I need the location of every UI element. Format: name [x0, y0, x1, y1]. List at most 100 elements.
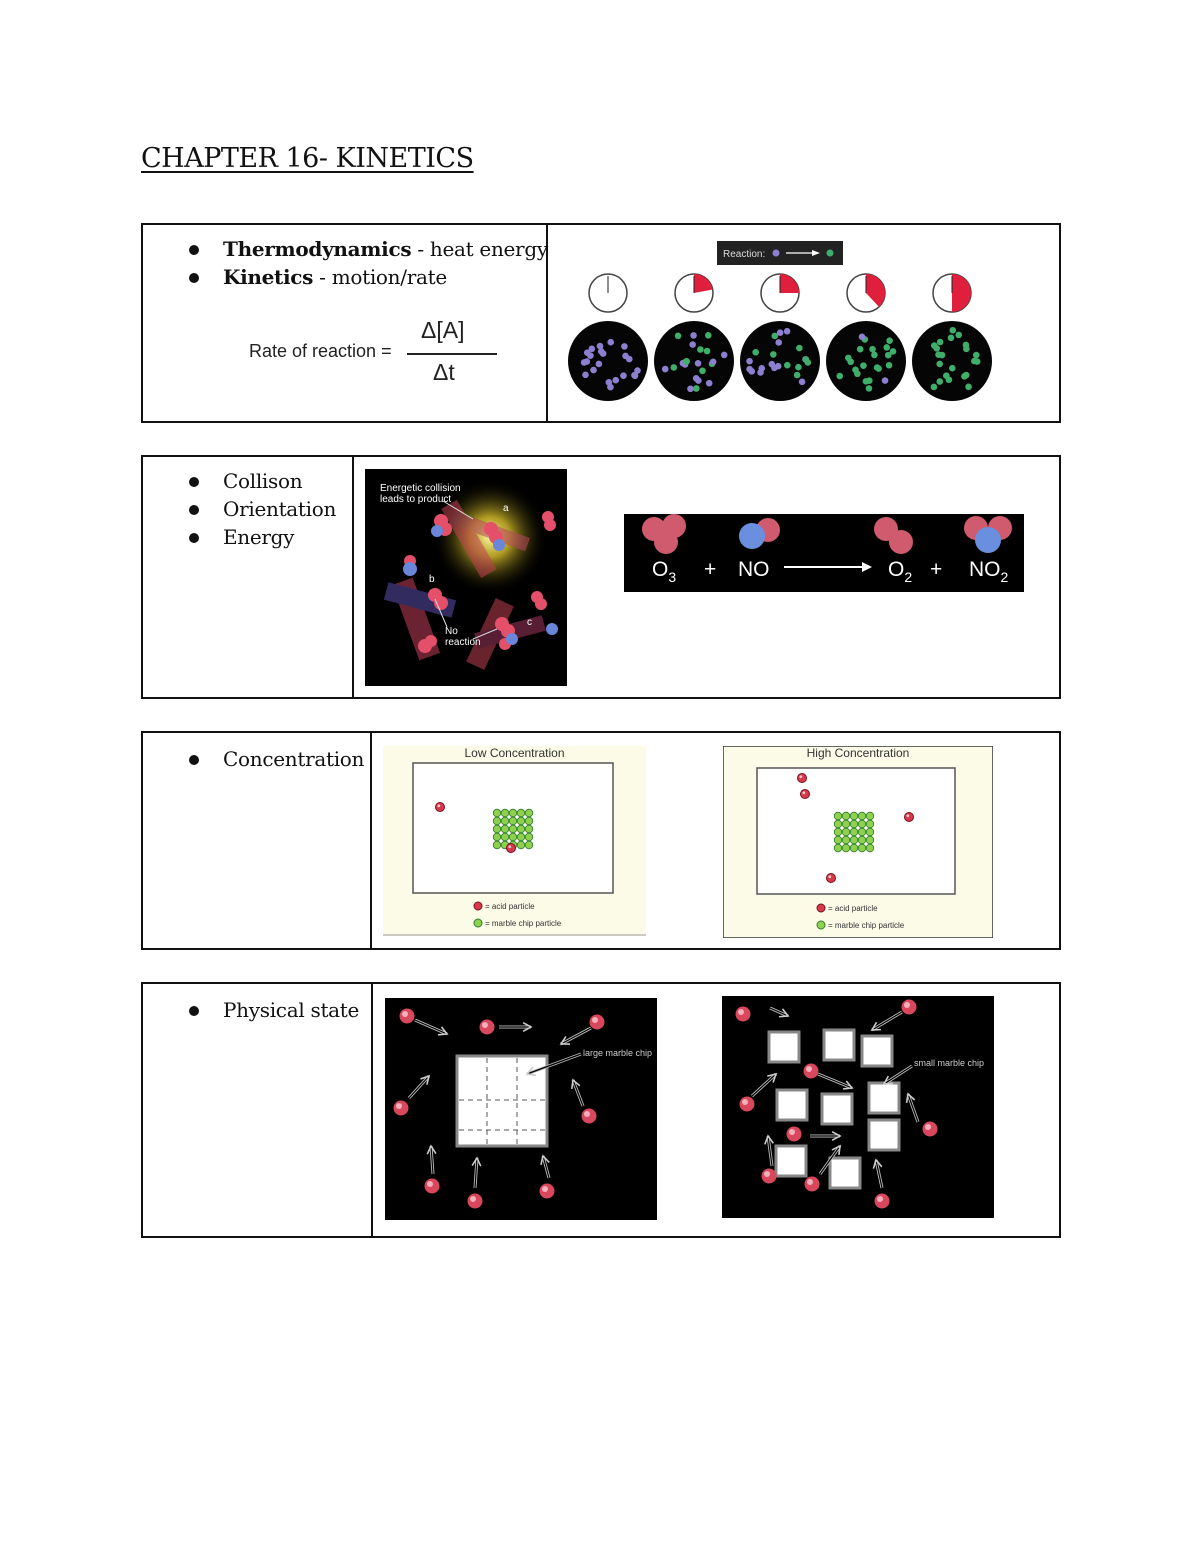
reactant-particle	[607, 338, 615, 346]
arrow-icon	[818, 1144, 842, 1175]
product-particle	[836, 372, 844, 380]
acid-particle	[393, 1100, 409, 1116]
reactant-particle	[612, 376, 620, 384]
reactant-particle	[858, 333, 866, 341]
clock-icon	[674, 273, 714, 313]
product-particle	[875, 365, 882, 372]
acid-particle	[901, 999, 917, 1015]
column-divider	[371, 984, 373, 1236]
reactant-particle	[631, 372, 639, 380]
list-item: Kinetics - motion/rate	[189, 263, 548, 291]
acid-particle	[804, 1176, 820, 1192]
arrow-icon	[882, 1064, 913, 1086]
reactant-particle	[775, 339, 782, 346]
list-item: Collison	[189, 467, 336, 495]
eq-product-oxygen: O2	[888, 558, 912, 585]
section-concentration: Concentration Low Concentration= acid pa…	[141, 731, 1061, 950]
definitions-list: Thermodynamics - heat energy Kinetics - …	[189, 235, 548, 291]
diagram-title: Low Concentration	[464, 746, 564, 760]
particle-container	[826, 321, 906, 401]
arrow-icon	[540, 1154, 551, 1179]
small-marble-chip	[822, 1028, 856, 1062]
product-particle	[936, 360, 943, 368]
particle-container	[654, 321, 734, 401]
desc-thermodynamics: - heat energy	[411, 237, 548, 261]
legend-marble: = marble chip particle	[828, 921, 905, 930]
reactant-particle	[705, 379, 713, 387]
section-physical-state: Physical state large marble chip small m…	[141, 982, 1061, 1238]
small-marble-chips-diagram: small marble chip	[722, 996, 994, 1218]
product-particle	[770, 351, 777, 358]
particle-container	[568, 321, 648, 401]
column-divider	[546, 225, 548, 421]
collision-factors-list: Collison Orientation Energy	[189, 467, 336, 551]
arrow-icon	[764, 1134, 774, 1167]
arrow-icon	[559, 1026, 592, 1046]
product-particle	[854, 370, 861, 378]
reactant-particle	[768, 360, 776, 368]
product-particle	[793, 371, 801, 379]
reactant-particle	[746, 357, 753, 365]
acid-particle	[904, 812, 914, 822]
product-particle	[949, 326, 957, 334]
particle-container	[912, 321, 992, 401]
product-particle	[972, 351, 980, 359]
product-particle	[783, 361, 791, 369]
acid-particle	[922, 1121, 938, 1137]
product-particle	[942, 372, 950, 379]
legend-marble: = marble chip particle	[485, 919, 562, 928]
product-particle	[955, 331, 963, 339]
particle-container	[740, 321, 820, 401]
acid-particle	[739, 1096, 755, 1112]
reactant-particle	[597, 348, 605, 355]
product-particle	[693, 385, 700, 392]
high-concentration-diagram: High Concentration= acid particle= marbl…	[723, 746, 993, 938]
acid-particle	[800, 789, 810, 799]
reactant-particle	[798, 378, 806, 386]
reactant-particle	[587, 352, 594, 359]
reactant-particle	[748, 368, 756, 375]
clock-icon	[846, 273, 886, 313]
product-particle	[889, 348, 897, 355]
product-particle	[936, 338, 944, 346]
product-particle	[865, 385, 873, 392]
product-particle	[948, 364, 956, 372]
arrow-icon	[414, 1018, 449, 1036]
small-marble-chip	[820, 1092, 854, 1126]
acid-particle	[581, 1108, 597, 1124]
reactant-particle	[596, 342, 604, 350]
reactant-particle	[690, 332, 697, 339]
legend-acid: = acid particle	[828, 904, 878, 913]
product-particle	[961, 372, 968, 380]
large-marble-chip	[455, 1054, 549, 1148]
large-marble-chip-diagram: large marble chip	[385, 998, 657, 1220]
acid-particle	[435, 802, 445, 812]
product-particle	[802, 356, 810, 363]
product-particle	[771, 332, 779, 340]
small-marble-chip	[775, 1088, 809, 1122]
label-c: c	[527, 617, 532, 628]
reactant-particle	[689, 341, 696, 348]
reactant-particle	[582, 371, 589, 379]
reactant-particle	[757, 369, 764, 376]
formula-numerator: Δ[A]	[421, 317, 465, 343]
reactant-particle	[634, 367, 641, 374]
reactant-particle	[621, 343, 628, 350]
arrow-icon	[769, 1006, 790, 1018]
marble-chip-cluster	[492, 808, 534, 850]
product-particle	[869, 345, 876, 353]
reactant-particle	[881, 377, 889, 384]
legend-acid: = acid particle	[485, 902, 535, 911]
reactant-particle	[622, 352, 629, 360]
arrow-icon	[817, 1072, 854, 1090]
acid-particle	[786, 1126, 802, 1142]
product-particle	[796, 344, 803, 352]
product-particle	[670, 364, 678, 371]
reactant-particle	[607, 383, 614, 391]
small-marble-chip	[774, 1144, 808, 1178]
product-particle	[935, 351, 942, 359]
reaction-progress-figure: Reaction:	[568, 241, 992, 401]
reactant-particle	[694, 359, 702, 367]
